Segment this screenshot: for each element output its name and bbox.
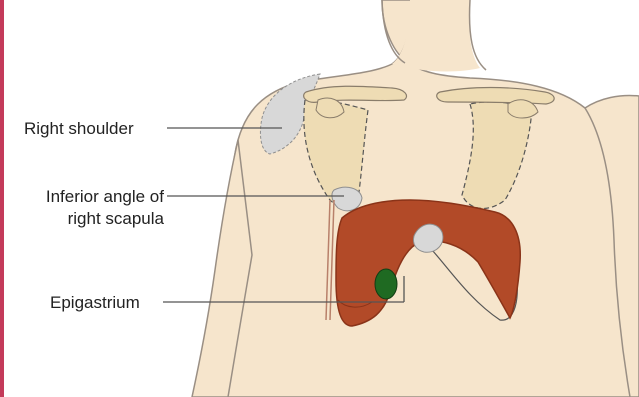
label-epigastrium: Epigastrium [50,292,140,313]
gallbladder [375,269,397,299]
label-inferior-angle-line1: Inferior angle of [12,186,164,207]
label-right-shoulder: Right shoulder [24,118,134,139]
label-inferior-angle-line2: right scapula [12,208,164,229]
